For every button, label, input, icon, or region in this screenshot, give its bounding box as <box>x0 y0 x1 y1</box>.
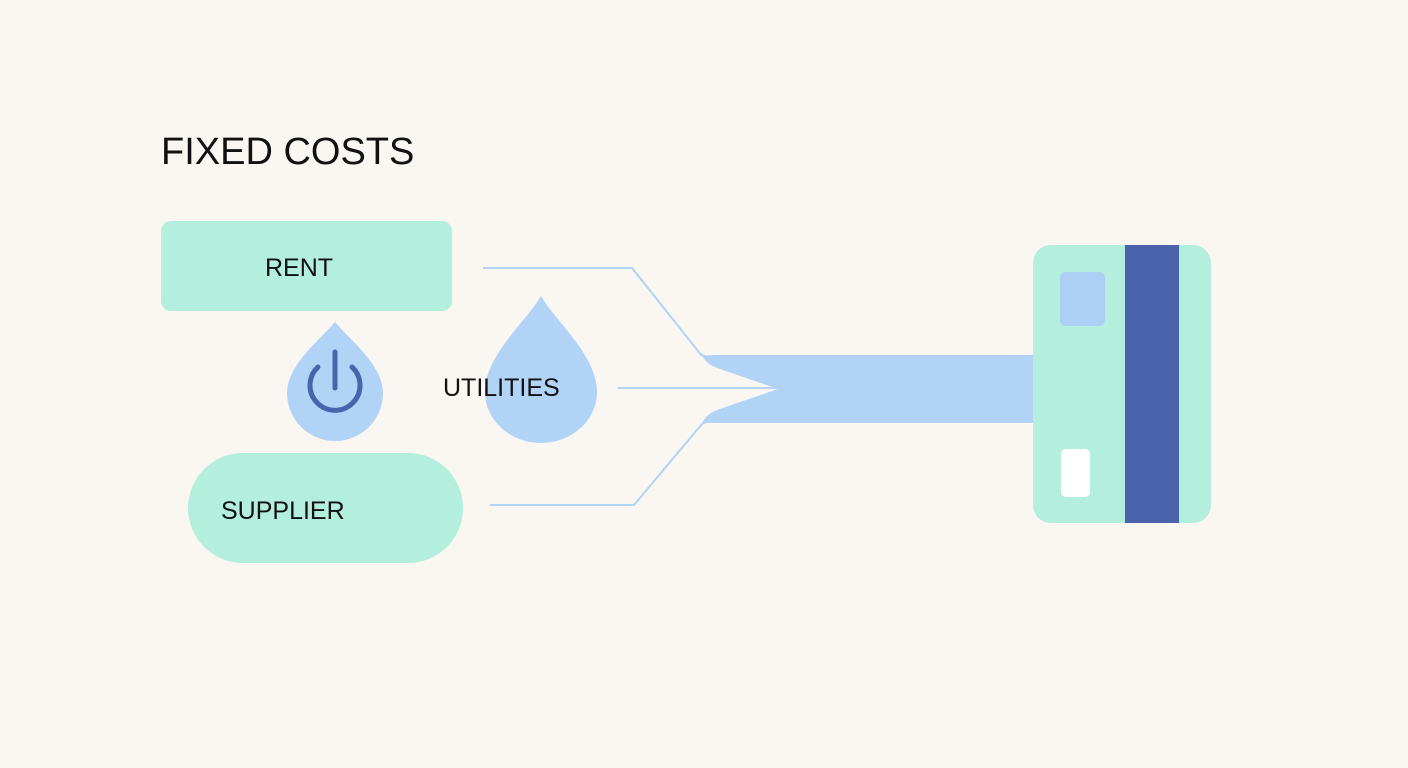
rent-label: RENT <box>265 254 333 282</box>
utilities-label: UTILITIES <box>443 374 560 402</box>
card-tag <box>1061 449 1090 497</box>
payment-flow-band <box>700 352 1034 427</box>
card-stripe <box>1125 245 1179 523</box>
credit-card-icon <box>1033 245 1211 523</box>
connector-lines <box>483 267 778 506</box>
supplier-label: SUPPLIER <box>221 497 345 525</box>
card-chip <box>1060 272 1105 326</box>
rent-node: RENT <box>161 221 452 311</box>
diagram-title: FIXED COSTS <box>161 131 414 173</box>
power-icon <box>287 322 383 441</box>
supplier-node: SUPPLIER <box>188 453 463 563</box>
water-drop-icon <box>485 296 597 443</box>
